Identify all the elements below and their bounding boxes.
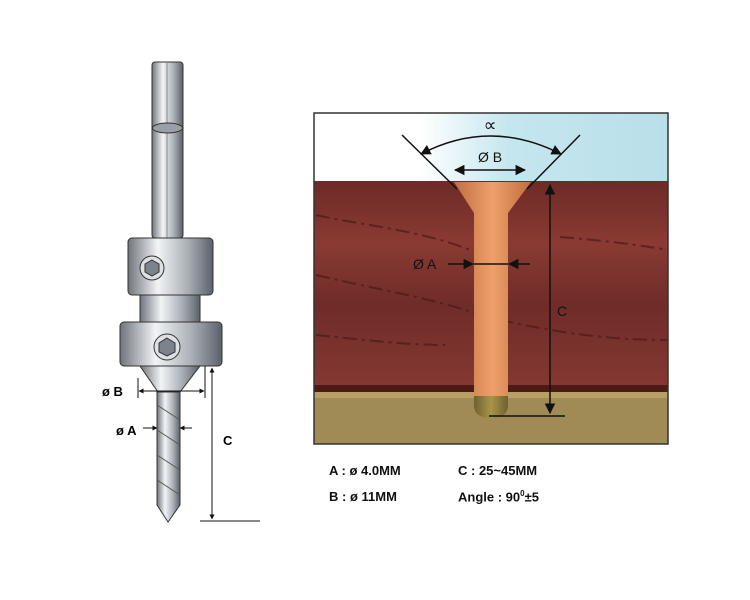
spec-angle-text: Angle : 90 bbox=[458, 489, 521, 505]
countersink-drill-bit bbox=[119, 61, 223, 523]
section-label-a: Ø A bbox=[413, 256, 437, 272]
section-label-b: Ø B bbox=[478, 149, 502, 165]
wood-grain bbox=[315, 214, 669, 346]
section-dimensions bbox=[401, 134, 581, 417]
drill-label-a: ø A bbox=[116, 423, 137, 438]
spec-angle: Angle : 900±5 bbox=[458, 489, 539, 504]
section-label-c: C bbox=[557, 303, 567, 319]
spec-angle-degree: 0 bbox=[520, 489, 525, 498]
angle-alpha-label: ∝ bbox=[484, 115, 497, 136]
drill-dimensions bbox=[137, 366, 260, 522]
drill-label-b: ø B bbox=[102, 384, 123, 399]
spec-b: B : ø 11MM bbox=[329, 489, 397, 504]
middle-body bbox=[139, 294, 201, 324]
hole-tip bbox=[474, 396, 508, 418]
drilled-hole bbox=[454, 182, 531, 398]
spec-c: C : 25~45MM bbox=[458, 463, 538, 478]
shank-groove bbox=[152, 122, 183, 134]
drill-label-c: C bbox=[223, 433, 233, 448]
spec-a: A : ø 4.0MM bbox=[329, 463, 401, 478]
countersink-cone bbox=[139, 365, 202, 393]
spec-angle-tolerance: ±5 bbox=[524, 489, 539, 505]
